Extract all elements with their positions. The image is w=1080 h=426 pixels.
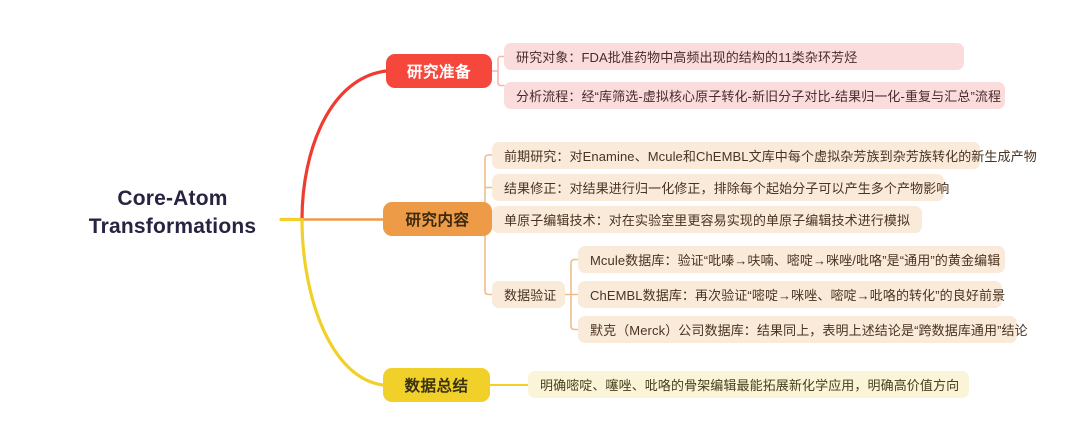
edge-prep-bracket <box>491 55 505 87</box>
leaf-validation-chembl[interactable]: ChEMBL数据库：再次验证“嘧啶→咪唑、嘧啶→吡咯的转化”的良好前景 <box>578 281 1006 308</box>
branch-node-content[interactable]: 研究内容 <box>383 202 492 236</box>
leaf-prep-workflow[interactable]: 分析流程：经“库筛选-虚拟核心原子转化-新旧分子对比-结果归一化-重复与汇总”流… <box>504 82 1005 109</box>
leaf-label: ChEMBL数据库：再次验证“嘧啶→咪唑、嘧啶→吡咯的转化”的良好前景 <box>590 288 1006 303</box>
edge-root-to-prep <box>300 69 388 222</box>
leaf-validation-merck[interactable]: 默克（Merck）公司数据库：结果同上，表明上述结论是“跨数据库通用”结论 <box>578 316 1028 343</box>
root-node[interactable]: Core-Atom Transformations <box>60 185 285 241</box>
root-title-line-1: Core-Atom <box>117 187 228 210</box>
edge-verify-bracket <box>564 258 579 331</box>
leaf-label: 前期研究：对Enamine、Mcule和ChEMBL文库中每个虚拟杂芳族到杂芳族… <box>504 149 1037 164</box>
leaf-label: 默克（Merck）公司数据库：结果同上，表明上述结论是“跨数据库通用”结论 <box>590 323 1028 338</box>
branch-label-prep: 研究准备 <box>406 64 471 81</box>
root-title-line-2: Transformations <box>88 214 257 238</box>
leaf-validation-mcule[interactable]: Mcule数据库：验证“吡嗪→呋喃、嘧啶→咪唑/吡咯”是“通用”的黄金编辑 <box>578 246 1005 273</box>
branch-label-summary: 数据总结 <box>404 378 469 395</box>
leaf-label: 研究对象：FDA批准药物中高频出现的结构的11类杂环芳烃 <box>516 50 858 65</box>
leaf-summary-conclusion[interactable]: 明确嘧啶、噻唑、吡咯的骨架编辑最能拓展新化学应用，明确高价值方向 <box>528 371 969 398</box>
leaf-content-prior-study[interactable]: 前期研究：对Enamine、Mcule和ChEMBL文库中每个虚拟杂芳族到杂芳族… <box>492 142 1037 169</box>
branch-node-summary[interactable]: 数据总结 <box>383 368 490 402</box>
leaf-label: 单原子编辑技术：对在实验室里更容易实现的单原子编辑技术进行模拟 <box>504 213 911 228</box>
branch-label-content: 研究内容 <box>405 212 470 229</box>
leaf-label: Mcule数据库：验证“吡嗪→呋喃、嘧啶→咪唑/吡咯”是“通用”的黄金编辑 <box>590 253 1001 268</box>
leaf-prep-subject[interactable]: 研究对象：FDA批准药物中高频出现的结构的11类杂环芳烃 <box>504 43 964 70</box>
leaf-label: 明确嘧啶、噻唑、吡咯的骨架编辑最能拓展新化学应用，明确高价值方向 <box>540 378 960 393</box>
leaf-label: 数据验证 <box>504 288 557 303</box>
leaf-content-single-atom-editing[interactable]: 单原子编辑技术：对在实验室里更容易实现的单原子编辑技术进行模拟 <box>492 206 922 233</box>
branch-node-prep[interactable]: 研究准备 <box>386 54 492 88</box>
edge-root-to-summary <box>300 217 385 387</box>
leaf-content-data-validation[interactable]: 数据验证 <box>492 281 565 308</box>
leaf-label: 分析流程：经“库筛选-虚拟核心原子转化-新旧分子对比-结果归一化-重复与汇总”流… <box>516 89 1002 104</box>
leaf-label: 结果修正：对结果进行归一化修正，排除每个起始分子可以产生多个产物影响 <box>504 181 950 196</box>
leaf-content-result-correction[interactable]: 结果修正：对结果进行归一化修正，排除每个起始分子可以产生多个产物影响 <box>492 174 949 201</box>
